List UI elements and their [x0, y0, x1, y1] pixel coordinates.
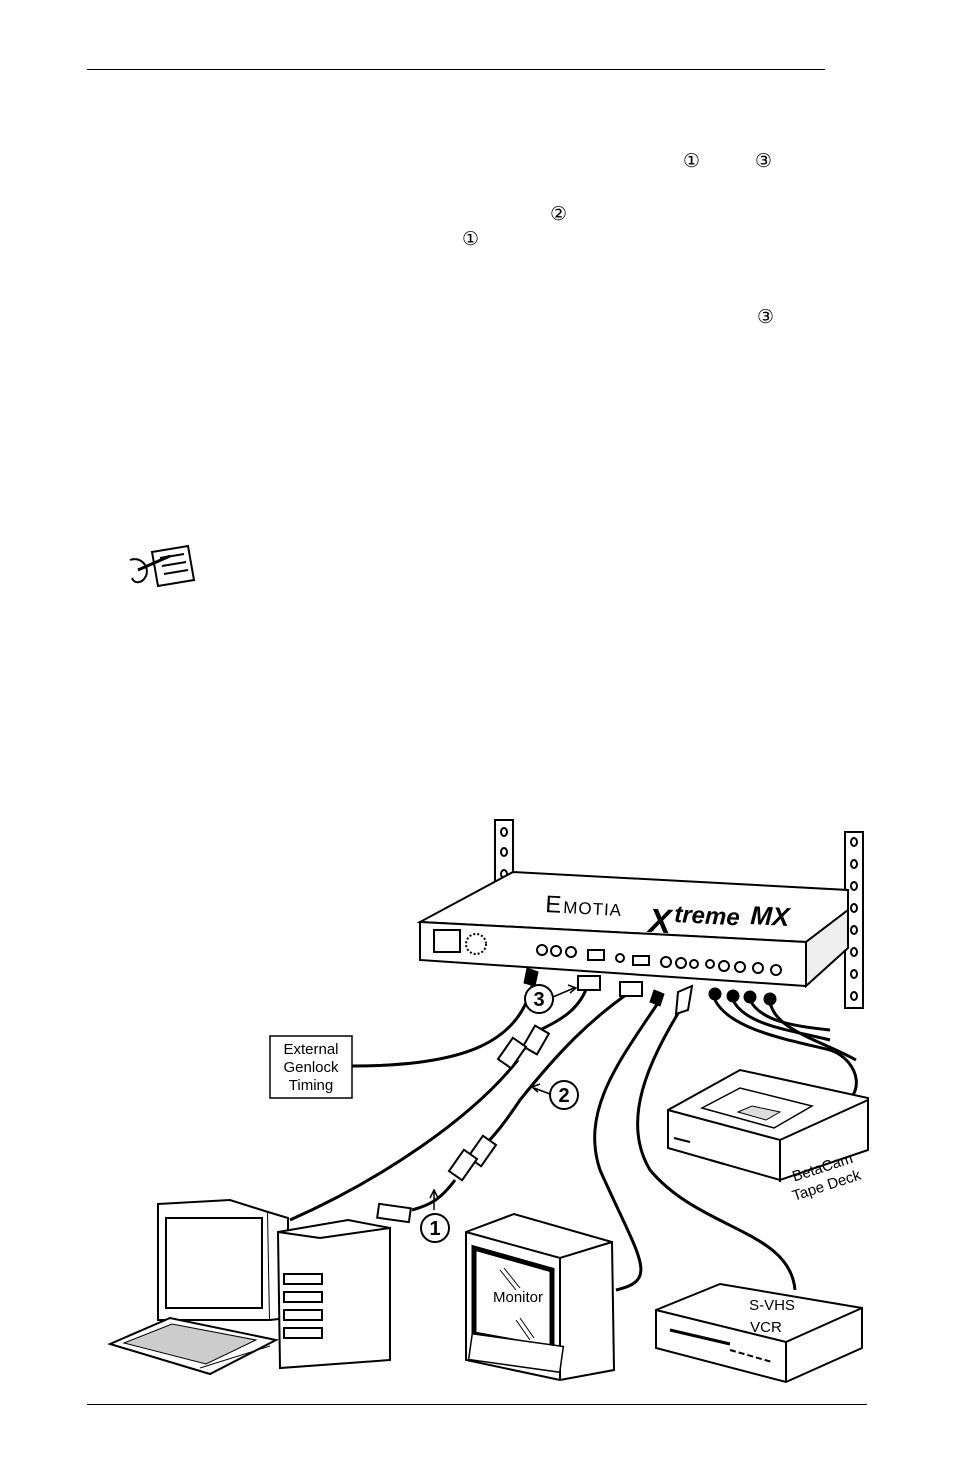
marker-1b: ①	[462, 228, 480, 250]
betacam-line1: BetaCam	[790, 1150, 855, 1185]
marker-2: ②	[550, 203, 568, 225]
genlock-line3: Timing	[289, 1077, 333, 1094]
brand-mx: MX	[750, 900, 792, 932]
marker-3b: ③	[757, 306, 775, 328]
marker-3: ③	[755, 150, 773, 172]
emotia-unit	[416, 870, 849, 989]
callout-2: 2	[549, 1080, 579, 1110]
footer-rule	[87, 1404, 867, 1405]
callout-3-text: 3	[533, 989, 544, 1011]
svhs-vcr	[655, 1282, 863, 1384]
note-icon	[129, 544, 196, 588]
vcr-line1: S-VHS	[749, 1297, 795, 1314]
vcr-line2: VCR	[750, 1319, 782, 1336]
callout-arrows	[429, 984, 578, 1210]
rack-rail-left	[494, 819, 514, 901]
computer	[107, 1198, 391, 1376]
marker-1: ①	[683, 150, 701, 172]
header-rule	[87, 69, 825, 70]
rack-rail-right	[844, 831, 864, 1009]
brand-e: E	[545, 891, 562, 919]
callout-3: 3	[524, 984, 554, 1014]
monitor	[465, 1212, 616, 1382]
genlock-box: External Genlock Timing	[269, 1035, 353, 1099]
brand-treme: treme	[674, 901, 741, 931]
genlock-line1: External	[283, 1041, 338, 1058]
callout-1-text: 1	[429, 1218, 440, 1240]
monitor-label: Monitor	[493, 1289, 543, 1306]
cables	[289, 967, 858, 1292]
brand-x: X	[646, 902, 675, 941]
betacam-line2: Tape Deck	[790, 1167, 863, 1205]
genlock-line2: Genlock	[283, 1059, 339, 1076]
callout-2-text: 2	[558, 1085, 569, 1107]
betacam-deck	[667, 1068, 869, 1182]
callout-1: 1	[420, 1213, 450, 1243]
brand-motia: MOTIA	[563, 898, 623, 920]
